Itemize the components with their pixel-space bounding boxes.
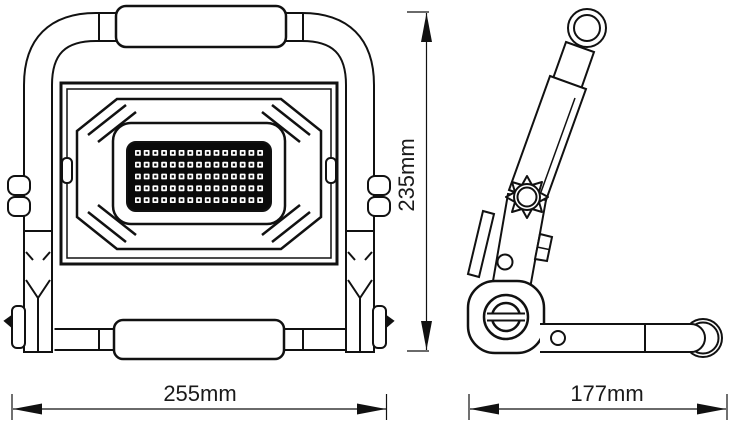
dimension-width-label: 255mm <box>163 381 236 406</box>
dimension-height-label: 235mm <box>394 138 419 211</box>
body-tab-right <box>325 157 337 184</box>
arrow-left <box>470 403 499 415</box>
bezel-corner-accents <box>87 104 311 243</box>
arrow-down <box>421 321 432 350</box>
pivot-hinge <box>466 279 546 355</box>
side-view <box>466 8 723 358</box>
handle-ring-inner <box>573 14 601 42</box>
body-slab <box>466 209 496 279</box>
bottom-grip <box>112 318 286 361</box>
clamp-knob-right <box>367 175 391 217</box>
cable-bracket <box>533 232 554 263</box>
dimension-depth: 177mm <box>468 381 728 420</box>
dimension-depth-label: 177mm <box>570 381 643 406</box>
foot-hook-left <box>3 305 26 349</box>
leg-right-details <box>347 251 373 351</box>
led-grid <box>135 150 264 203</box>
dimension-height: 235mm <box>394 11 432 352</box>
foot-arm <box>540 318 723 358</box>
star-knob <box>505 175 549 219</box>
foot-hook-right <box>372 305 395 349</box>
arm-hole <box>496 253 514 271</box>
foot-hole <box>550 330 566 346</box>
arrow-right <box>357 403 386 415</box>
arrow-right <box>697 403 726 415</box>
front-view <box>3 4 395 361</box>
arrow-left <box>13 403 42 415</box>
clamp-knob-left <box>7 175 31 217</box>
arrow-up <box>421 13 432 42</box>
top-grip <box>114 4 288 49</box>
dimension-width: 255mm <box>11 381 388 420</box>
body-tab-left <box>61 157 73 184</box>
leg-left-details <box>25 251 51 351</box>
